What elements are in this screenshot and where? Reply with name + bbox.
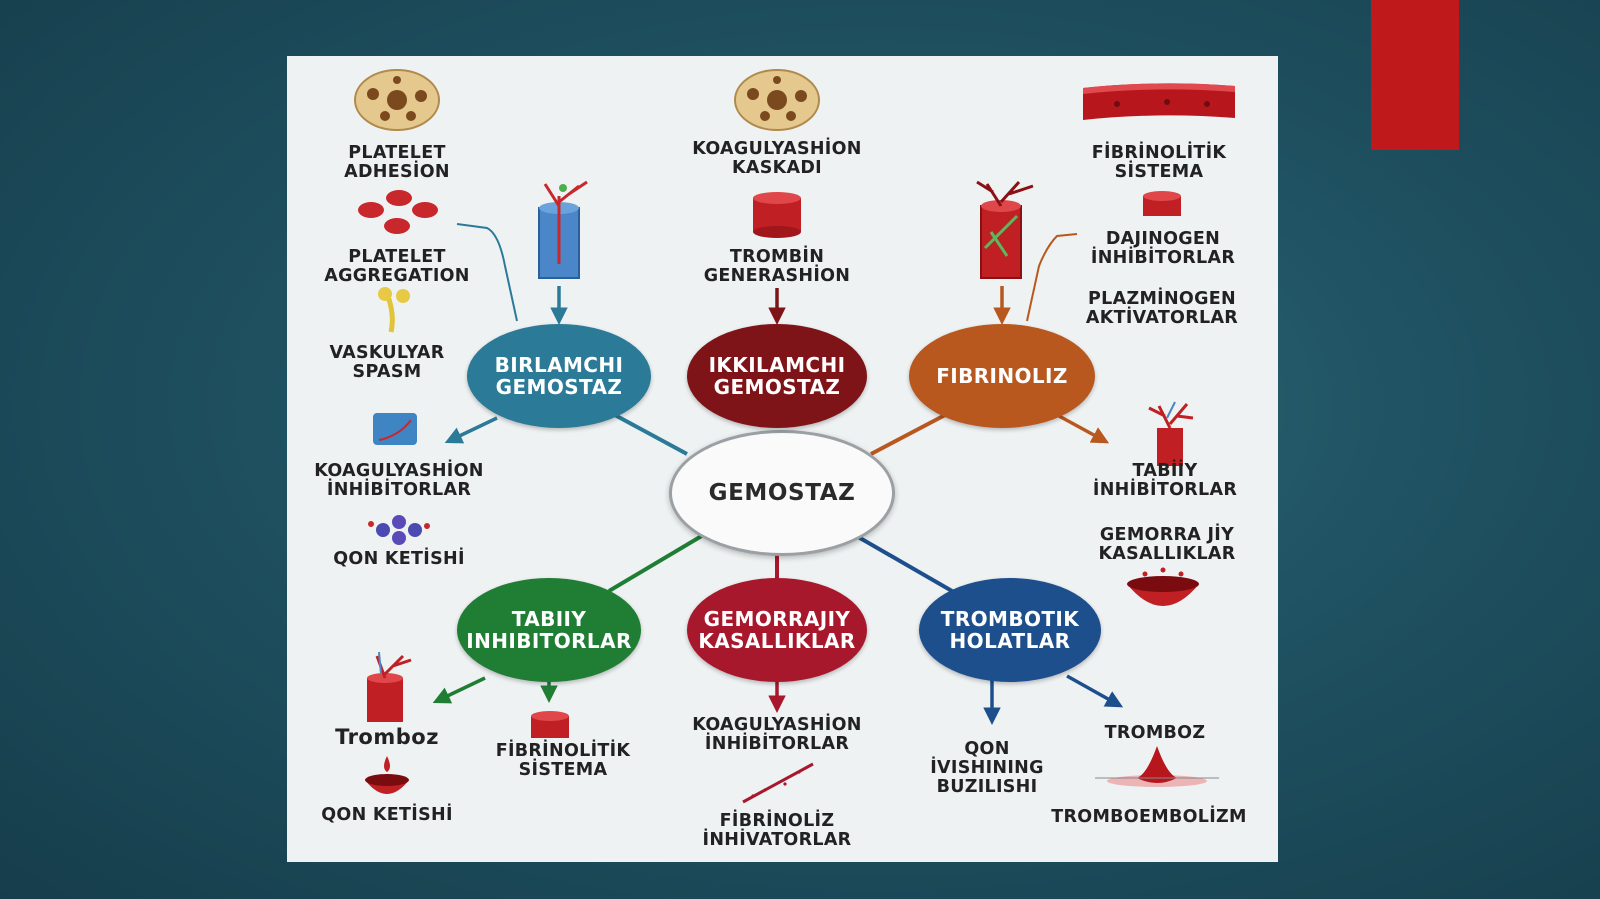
label-coagulation-inhibitors-left: KOAGULYASHİON İNHİBİTORLAR <box>314 461 484 500</box>
drop-splash-icon <box>1095 746 1219 787</box>
label-blood-loss-left: QON KETİSHİ <box>333 549 465 569</box>
label-platelet-aggregation: PLATELET AGGREGATION <box>324 247 470 286</box>
diagram-graphics <box>354 69 1235 804</box>
coagulation-cell-icon <box>734 69 820 131</box>
label-thromboembolism: TROMBOEMBOLİZM <box>1051 807 1247 827</box>
label-coagulation-inhibitors-bottom: KOAGULYASHİON İNHİBİTORLAR <box>692 715 862 754</box>
label-clotting-disorder: QON İVISHINING BUZILISHI <box>930 739 1044 797</box>
label-natural-inhibitors-right: TABİİY İNHİBİTORLAR <box>1092 461 1238 500</box>
needle-streak-icon <box>742 762 814 804</box>
label-plasminogen-inhibitors: DAJINOGEN İNHİBİTORLAR <box>1090 229 1236 268</box>
blood-vessel-wall-icon <box>1083 83 1235 120</box>
small-cylinder-icon <box>1143 191 1181 216</box>
primary-hemostasis-node: BIRLAMCHI GEMOSTAZ <box>467 324 651 428</box>
hemorrhagic-diseases-node: GEMORRAJIY KASALLIKLAR <box>687 578 867 682</box>
blood-drop-bowl-icon <box>365 756 409 794</box>
branching-vessel-icon <box>1148 401 1194 466</box>
natural-inhibitors-node: TABIIY INHIBITORLAR <box>457 578 641 682</box>
label-plasminogen-activators: PLAZMİNOGEN AKTİVATORLAR <box>1085 289 1239 328</box>
thrombin-cylinder-icon <box>753 192 801 238</box>
secondary-hemostasis-node: IKKILAMCHI GEMOSTAZ <box>687 324 867 428</box>
label-platelet-adhesion: PLATELET ADHESİON <box>344 143 450 182</box>
spoke-lines <box>607 412 953 593</box>
hemostasis-center-node: GEMOSTAZ <box>669 430 895 556</box>
label-fibrinolytic-system-top: FİBRİNOLİTİK SİSTEMA <box>1091 143 1227 182</box>
red-vessel-branch-icon <box>976 180 1034 279</box>
platelet-cell-icon <box>354 69 440 131</box>
thrombotic-conditions-node: TROMBOTIK HOLATLAR <box>919 578 1101 682</box>
label-blood-loss-bottom: QON KETİSHİ <box>321 805 453 825</box>
cylinder-icon <box>531 711 569 738</box>
blood-bowl-icon <box>1127 567 1199 606</box>
label-fibrinolytic-system-bottom: FİBRİNOLİTİK SİSTEMA <box>495 741 631 780</box>
cell-cluster-icon <box>368 413 430 545</box>
label-coagulation-cascade: KOAGULYASHİON KASKADI <box>692 139 862 178</box>
label-thrombosis-right: TROMBOZ <box>1104 723 1206 743</box>
label-thrombosis: Tromboz <box>335 725 439 749</box>
label-thrombin-generation: TROMBİN GENERASHİON <box>703 247 851 286</box>
hemostasis-diagram-panel: GEMOSTAZ BIRLAMCHI GEMOSTAZ IKKILAMCHI G… <box>287 56 1278 862</box>
label-fibrinolysis-inhibitors: FİBRİNOLİZ İNHİVATORLAR <box>702 811 852 850</box>
red-blood-cells-icon <box>358 190 438 234</box>
corner-accent-bar <box>1371 0 1459 150</box>
vessel-spasm-icon <box>378 287 410 333</box>
blue-vessel-icon <box>538 180 588 279</box>
label-vascular-spasm: VASKULYAR SPASM <box>329 343 445 382</box>
fibrinolysis-node: FIBRINOLIZ <box>909 324 1095 428</box>
thrombosis-vessel-icon <box>367 651 412 722</box>
label-hemorrhagic-diseases-right: GEMORRA JİY KASALLIKLAR <box>1098 525 1236 564</box>
